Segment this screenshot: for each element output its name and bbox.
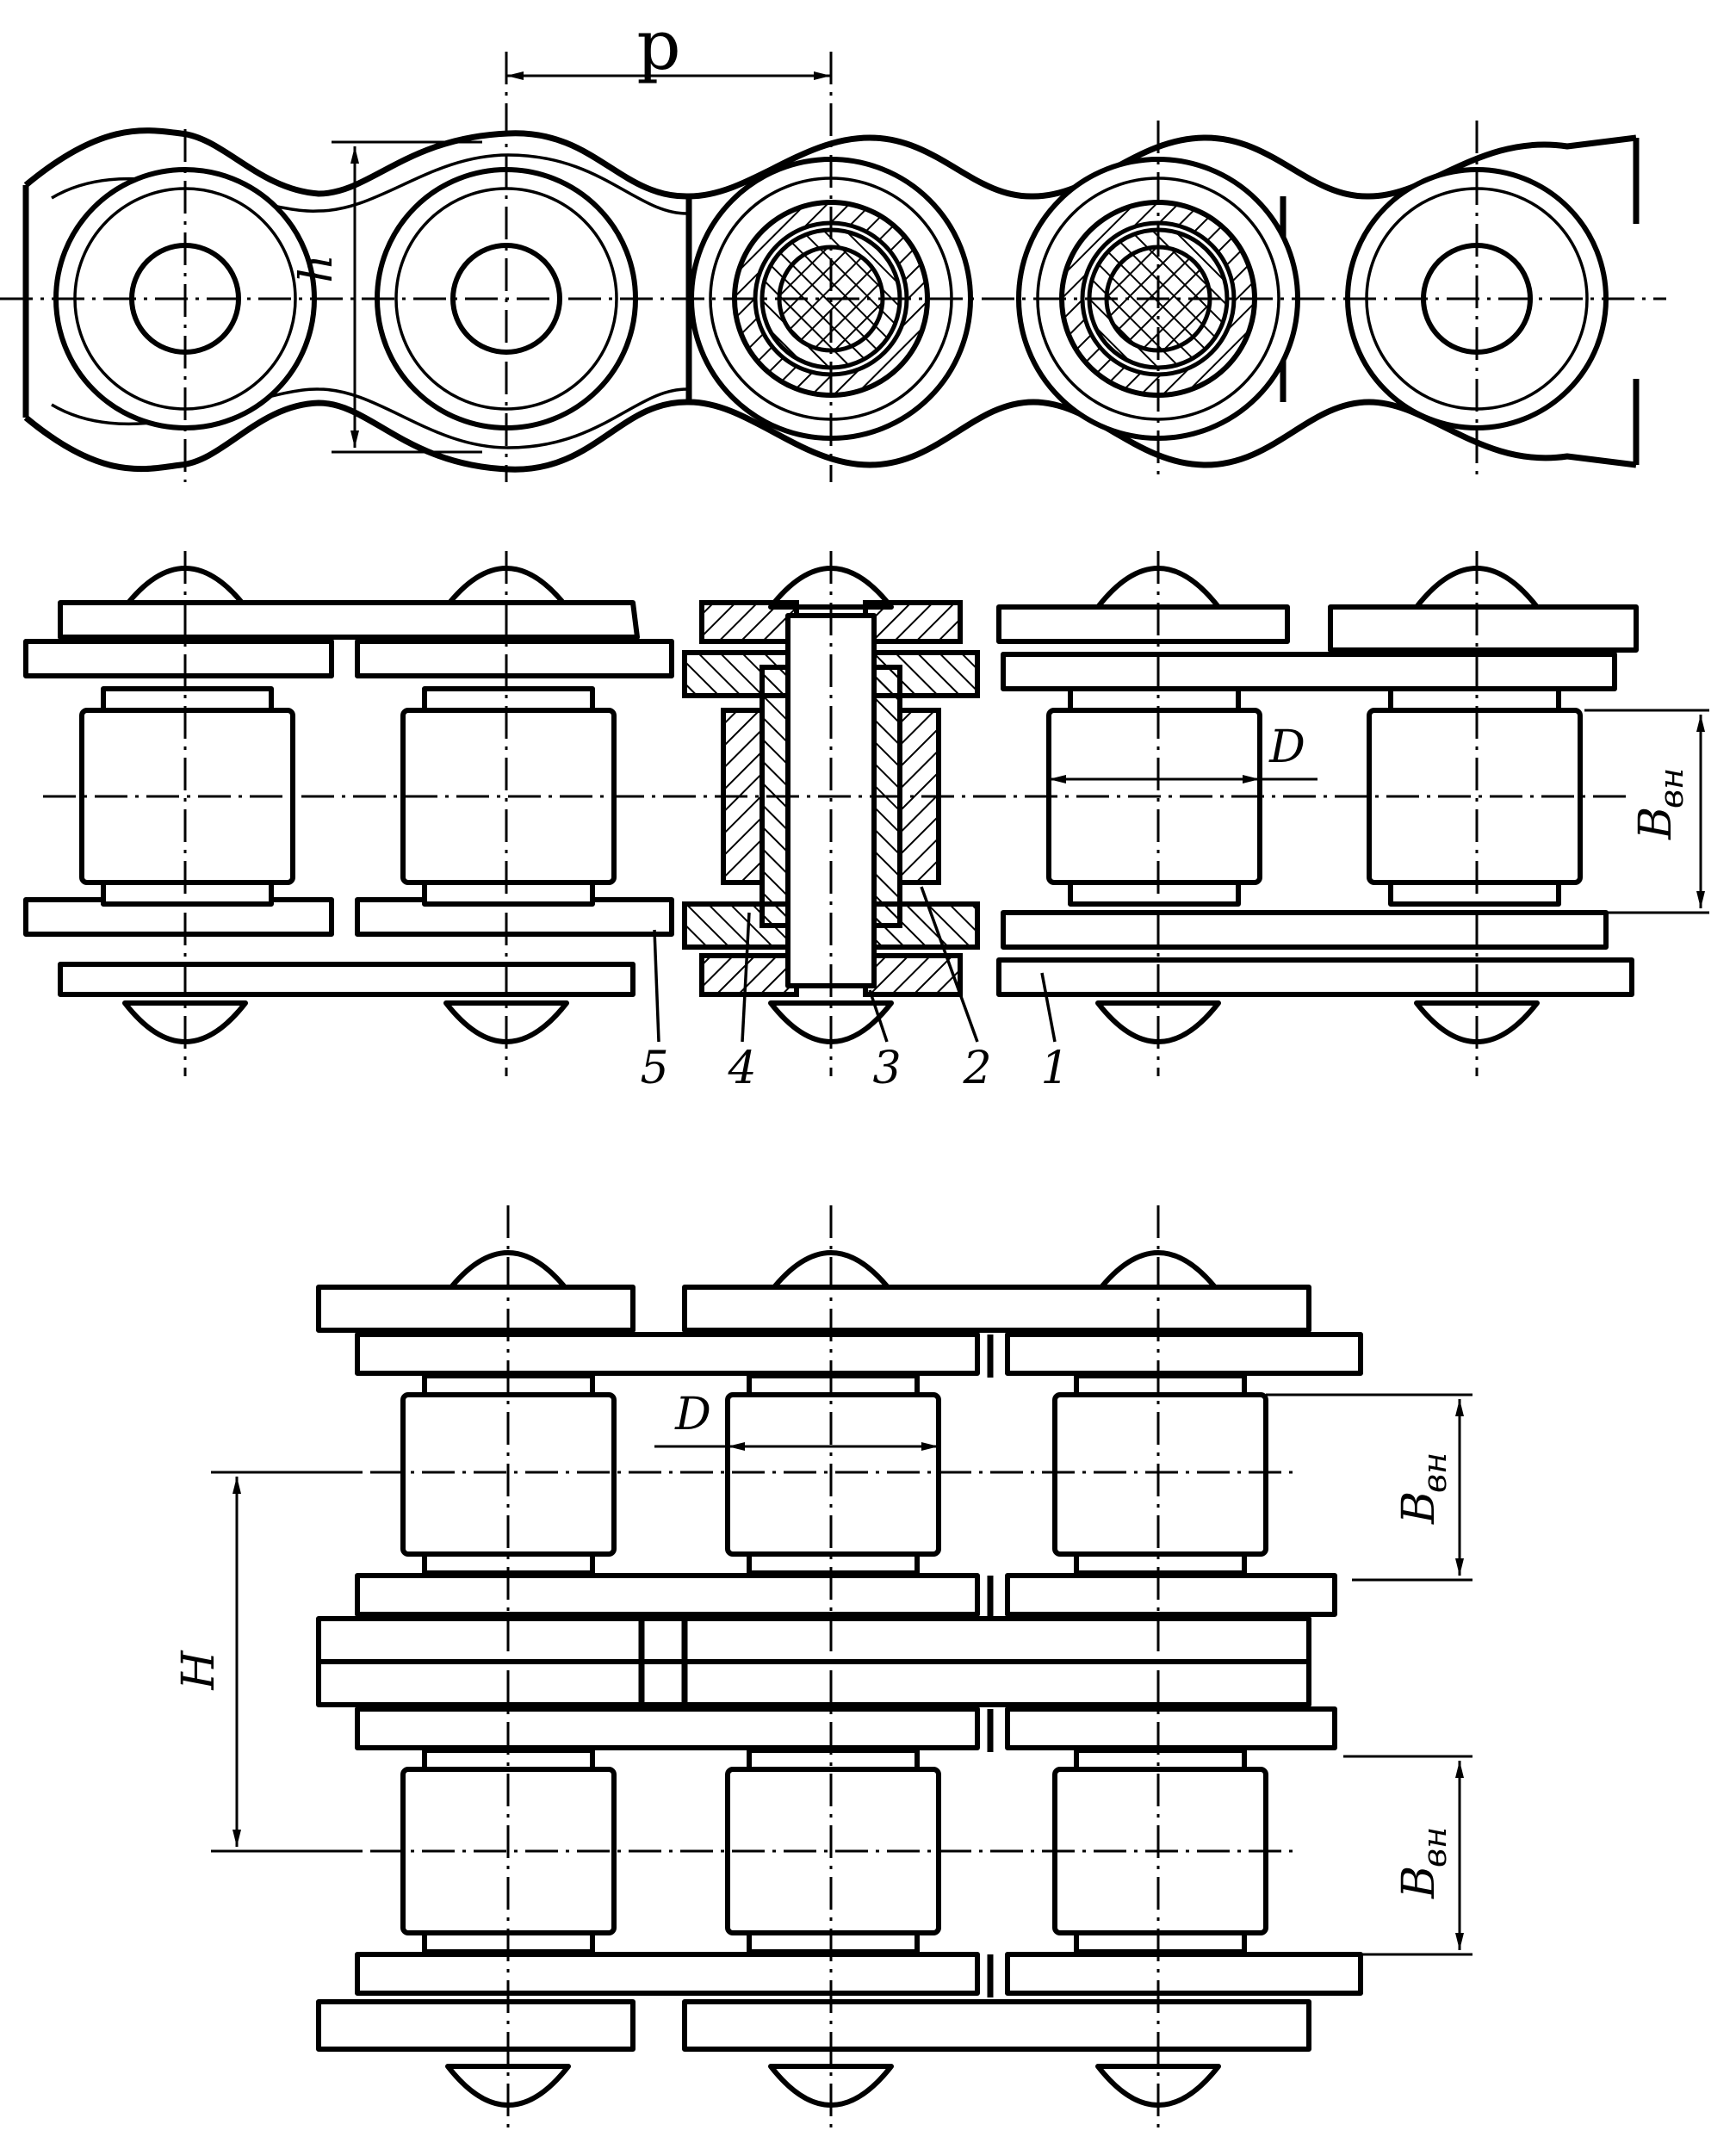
- plate-outline: [23, 127, 1637, 200]
- roller-diameter-label-double: D: [674, 1389, 711, 1440]
- height-label: h: [291, 254, 343, 283]
- part-label-1: 1: [1040, 1043, 1069, 1094]
- outer-plate-top-left: [58, 600, 640, 640]
- inner-width-subscript-row2: вн: [1416, 1827, 1454, 1867]
- inner-width-label-row1: B: [1393, 1491, 1445, 1525]
- part-label-3: 3: [872, 1043, 901, 1094]
- part-label-5: 5: [640, 1043, 668, 1094]
- part-label-2: 2: [962, 1043, 991, 1094]
- roller-diameter-label: D: [1268, 721, 1305, 773]
- pitch-label: p: [636, 5, 680, 85]
- inner-width-label-row2: B: [1393, 1866, 1445, 1899]
- inner-width-subscript-row1: вн: [1416, 1452, 1454, 1493]
- row-spacing-label: H: [173, 1650, 225, 1691]
- part-label-4: 4: [727, 1043, 756, 1094]
- inner-width-label: B: [1630, 807, 1682, 840]
- top-view-double: D H B вн B вн: [173, 1205, 1472, 2135]
- top-view-single: D B вн 5 4 3 2 1: [23, 551, 1709, 1094]
- side-view: p h: [0, 5, 1666, 482]
- inner-width-subscript: вн: [1652, 768, 1690, 808]
